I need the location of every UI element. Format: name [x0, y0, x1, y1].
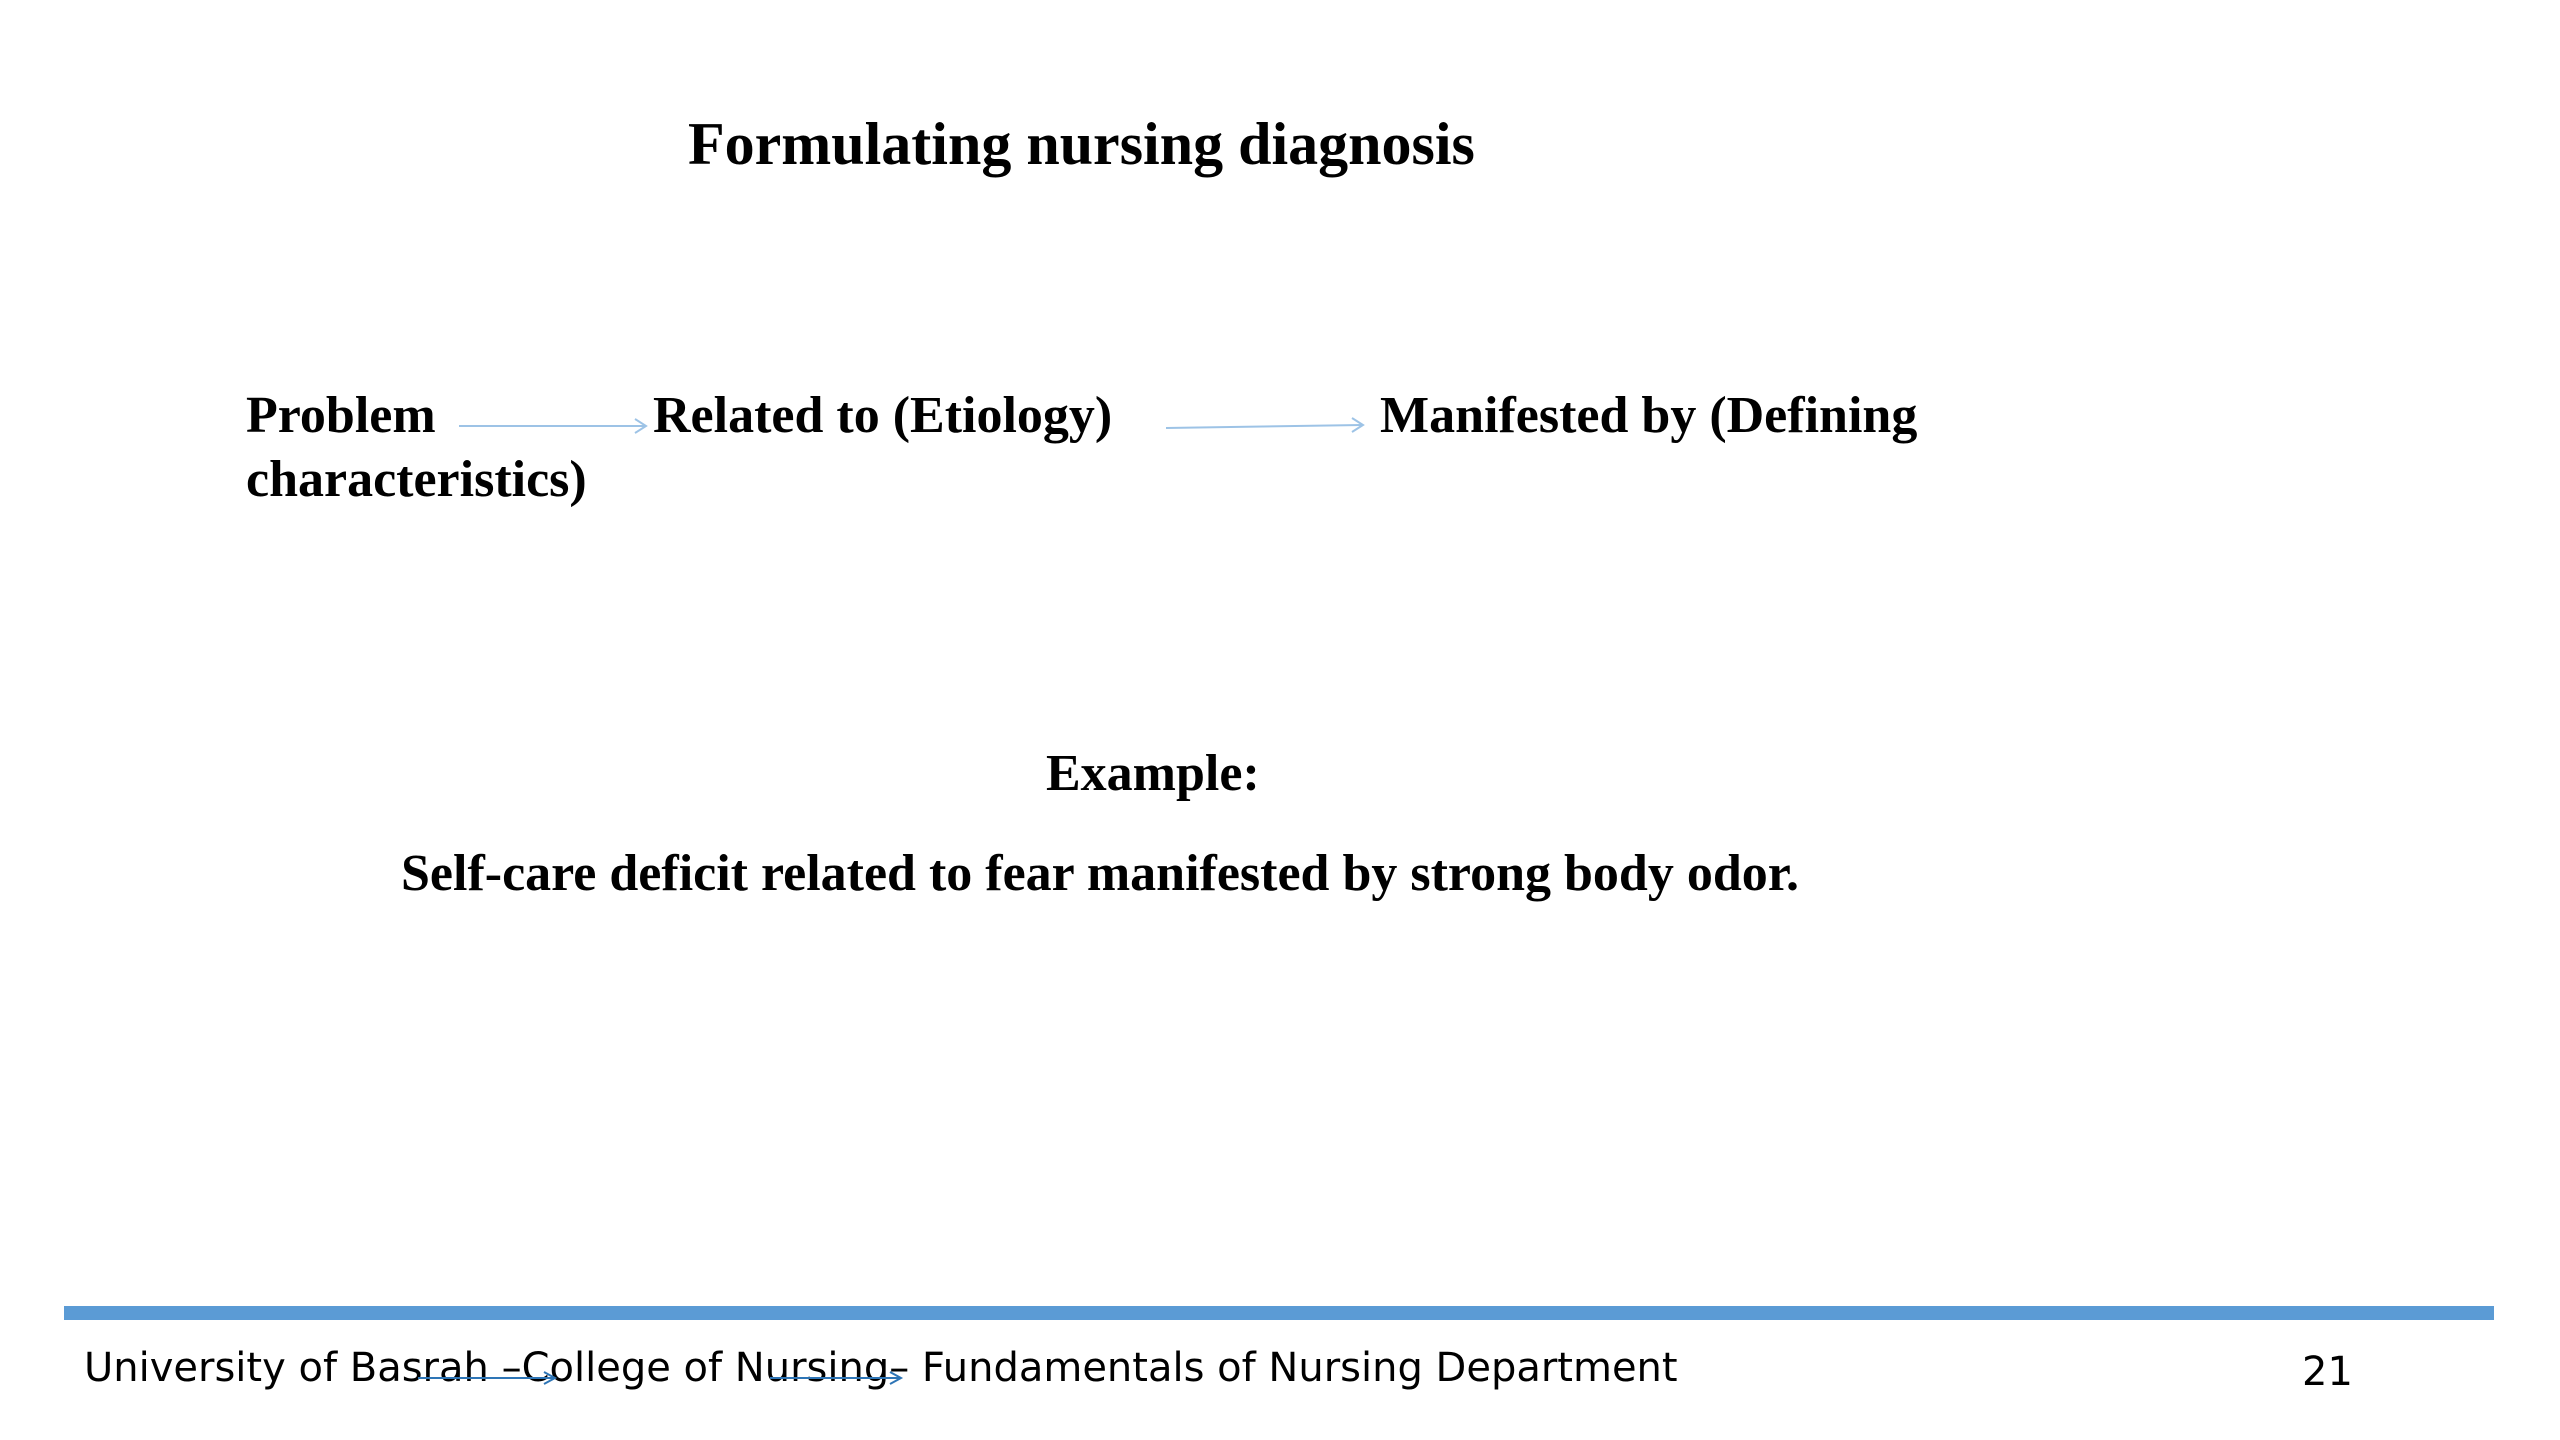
arrow-right-icon	[459, 416, 649, 436]
example-label: Example:	[1046, 745, 1260, 802]
formula-line: Problem Related to (Etiology) Manifested…	[246, 384, 2346, 448]
slide-title: Formulating nursing diagnosis	[688, 111, 1475, 177]
footer-divider	[64, 1306, 2494, 1320]
formula-related: Related to (Etiology)	[653, 387, 1113, 444]
diagnosis-formula: Problem Related to (Etiology) Manifested…	[246, 384, 2346, 508]
example-sentence: Self-care deficit related to fear manife…	[401, 845, 1800, 902]
formula-problem: Problem	[246, 387, 436, 444]
page-number: 21	[2302, 1349, 2353, 1395]
formula-continuation: characteristics)	[246, 451, 587, 508]
footer-text: University of Basrah –College of Nursing…	[84, 1345, 1678, 1391]
arrow-right-icon	[1165, 416, 1366, 436]
formula-manifested: Manifested by (Defining	[1380, 387, 1918, 444]
arrow-right-icon	[770, 1370, 904, 1386]
arrow-right-icon	[418, 1370, 558, 1386]
